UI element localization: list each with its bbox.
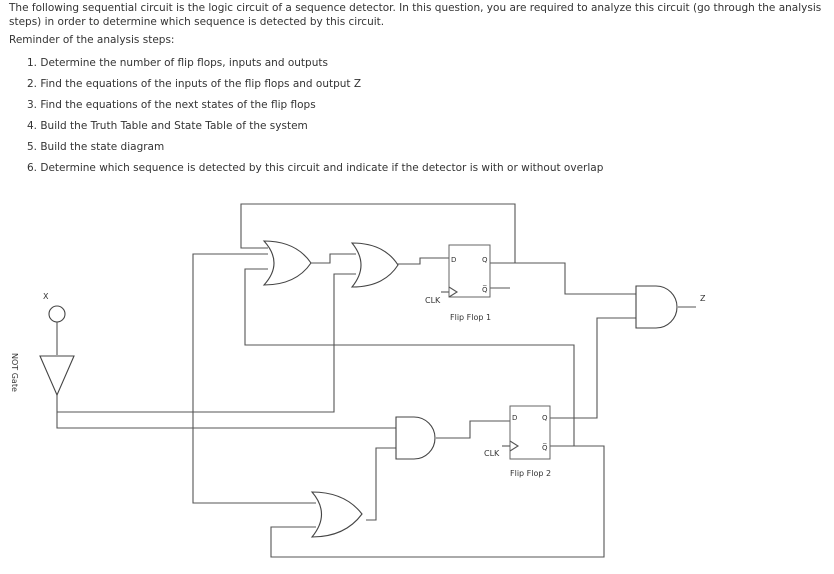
output-z-label: Z [700,294,706,303]
wire-ff2-qbar-loop [270,445,605,558]
flip-flop-1 [441,244,491,298]
ff1-qbar-label: Q̅ [482,285,488,294]
input-x-label: X [43,292,49,301]
flip-flop-2 [502,405,551,460]
ff1-q-label: Q [482,256,488,264]
wire-or1-in3 [244,268,575,446]
wire-ff1-q-to-and2 [515,262,636,295]
ff2-q-label: Q [542,414,548,422]
ff1-clk-label: CLK [425,296,441,305]
wire-ff1-q-feedback [240,203,516,264]
not-gate-label: NOT Gate [10,353,19,392]
step-2: 2. Find the equations of the inputs of t… [27,77,362,90]
step-1: 1. Determine the number of flip flops, i… [27,56,328,69]
not-gate [39,305,75,397]
wire-ff2-q-to-and2 [550,317,636,419]
wire-not-out-to-and1 [56,395,396,429]
question-intro: The following sequential circuit is the … [9,2,822,28]
wire-or2-in2 [57,273,356,413]
step-6: 6. Determine which sequence is detected … [27,161,604,174]
step-5: 5. Build the state diagram [27,140,165,153]
wire-or1-to-or2 [311,253,356,264]
step-3: 3. Find the equations of the next states… [27,98,316,111]
ff1-name-label: Flip Flop 1 [450,313,491,322]
or-gate-1 [262,240,312,286]
or-gate-3 [310,491,363,538]
ff2-d-label: D [512,414,517,422]
wire-left-bus [192,253,316,504]
reminder-heading: Reminder of the analysis steps: [9,34,175,46]
circuit-wires [56,203,696,558]
ff2-name-label: Flip Flop 2 [510,469,551,478]
step-4: 4. Build the Truth Table and State Table… [27,119,308,132]
ff2-clk-label: CLK [484,449,500,458]
question-text: The following sequential circuit is the … [9,2,827,179]
and-gate-1 [395,416,436,460]
wire-or2-to-ff1-d [397,257,449,265]
and-gate-2 [635,285,678,329]
wire-and1-to-ff2-d [436,420,510,439]
wire-and1-in2 [366,447,396,521]
analysis-steps-list: 1. Determine the number of flip flops, i… [9,53,827,179]
or-gate-2 [350,242,399,288]
ff1-d-label: D [451,256,456,264]
ff2-qbar-label: Q̅ [542,443,548,452]
